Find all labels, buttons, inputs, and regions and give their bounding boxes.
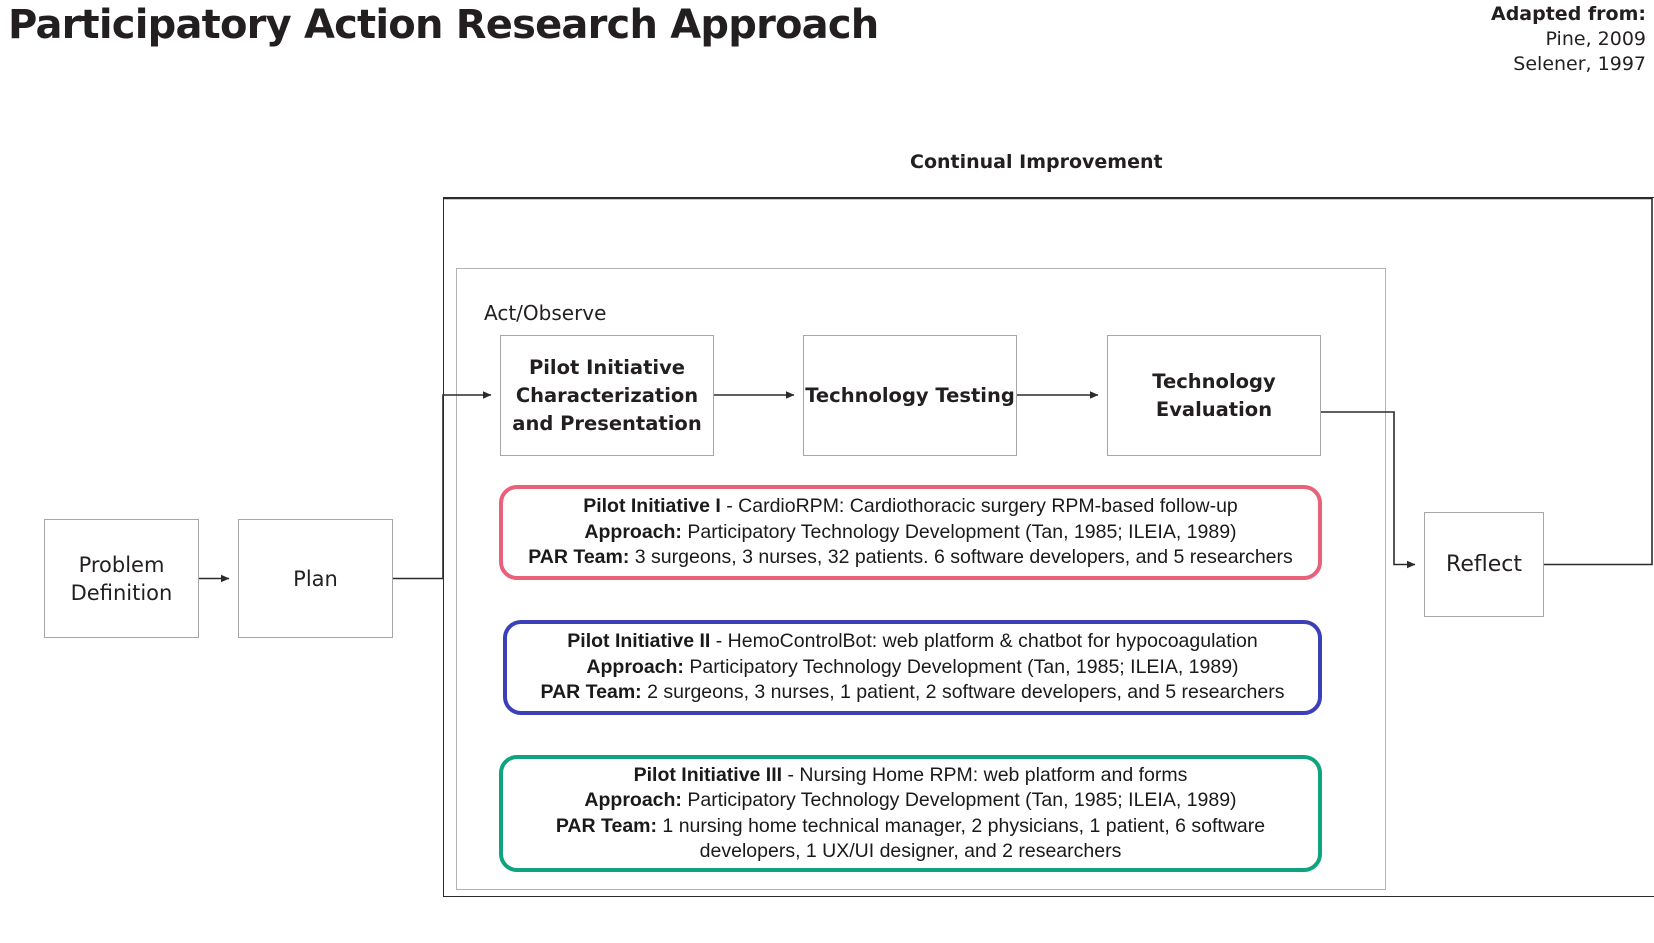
pilot-2-team: PAR Team: 2 surgeons, 3 nurses, 1 patien…	[521, 680, 1304, 706]
act-observe-label: Act/Observe	[484, 301, 607, 325]
pilot-1-title-rest: - CardioRPM: Cardiothoracic surgery RPM-…	[720, 495, 1238, 518]
pilot-3-team: PAR Team: 1 nursing home technical manag…	[517, 814, 1304, 865]
pilot-1-team-label: PAR Team:	[528, 546, 630, 569]
pilot-1-approach-text: Participatory Technology Development (Ta…	[681, 520, 1237, 543]
pilot-3-team-label: PAR Team:	[555, 814, 658, 837]
pilot-2-team-text: 2 surgeons, 3 nurses, 1 patient, 2 softw…	[641, 681, 1285, 704]
adapted-source-1: Pine, 2009	[1545, 28, 1646, 50]
pilot-1-title: Pilot Initiative I - CardioRPM: Cardioth…	[517, 494, 1304, 520]
pilot-1-title-bold: Pilot Initiative I	[583, 495, 721, 518]
pilot-1-approach-label: Approach:	[584, 520, 682, 543]
pilot-3-approach-text: Participatory Technology Development (Ta…	[681, 789, 1237, 811]
pilot-1-team: PAR Team: 3 surgeons, 3 nurses, 32 patie…	[517, 545, 1304, 571]
pilot-initiative-card-1: Pilot Initiative I - CardioRPM: Cardioth…	[499, 485, 1322, 580]
page-title: Participatory Action Research Approach	[8, 2, 879, 48]
pilot-2-approach-text: Participatory Technology Development (Ta…	[683, 655, 1239, 678]
pilot-initiative-card-2: Pilot Initiative II - HemoControlBot: we…	[503, 620, 1322, 715]
box-plan: Plan	[238, 519, 393, 638]
pilot-3-title: Pilot Initiative III - Nursing Home RPM:…	[517, 763, 1304, 789]
box-technology-testing: Technology Testing	[803, 335, 1017, 456]
pilot-1-approach: Approach: Participatory Technology Devel…	[517, 520, 1304, 546]
pilot-2-team-label: PAR Team:	[540, 681, 642, 704]
pilot-2-title: Pilot Initiative II - HemoControlBot: we…	[521, 629, 1304, 655]
adapted-from-block: Adapted from: Pine, 2009 Selener, 1997	[1491, 2, 1646, 77]
box-technology-testing-label: Technology Testing	[805, 383, 1015, 407]
pilot-3-approach-label: Approach:	[584, 789, 682, 811]
pilot-2-approach: Approach: Participatory Technology Devel…	[521, 655, 1304, 681]
box-reflect: Reflect	[1424, 512, 1544, 617]
box-plan-label: Plan	[293, 566, 338, 591]
pilot-3-team-text: 1 nursing home technical manager, 2 phys…	[657, 814, 1266, 863]
pilot-3-title-rest: - Nursing Home RPM: web platform and for…	[782, 763, 1188, 786]
pilot-1-team-text: 3 surgeons, 3 nurses, 32 patients. 6 sof…	[629, 546, 1293, 569]
continual-improvement-label: Continual Improvement	[910, 151, 1163, 173]
adapted-from-label: Adapted from:	[1491, 3, 1646, 25]
pilot-2-approach-label: Approach:	[586, 655, 684, 678]
adapted-source-2: Selener, 1997	[1513, 53, 1646, 75]
pilot-3-approach: Approach: Participatory Technology Devel…	[517, 788, 1304, 814]
pilot-3-title-bold: Pilot Initiative III	[633, 763, 783, 786]
box-reflect-label: Reflect	[1446, 551, 1522, 577]
pilot-2-title-rest: - HemoControlBot: web platform & chatbot…	[710, 630, 1258, 653]
pilot-initiative-card-3: Pilot Initiative III - Nursing Home RPM:…	[499, 755, 1322, 872]
pilot-2-title-bold: Pilot Initiative II	[567, 630, 711, 653]
